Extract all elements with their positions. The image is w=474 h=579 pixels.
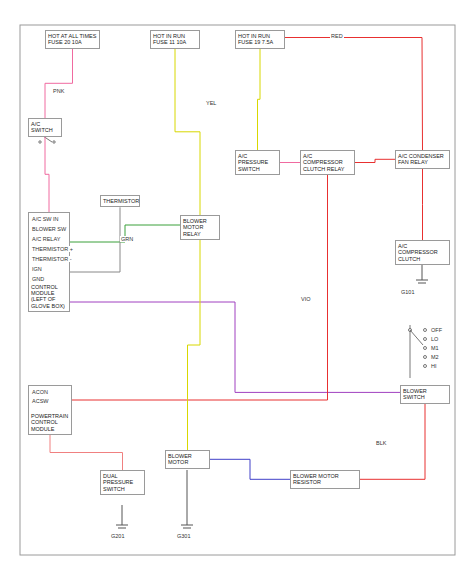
wire bbox=[360, 404, 425, 480]
clutch-box: A/C COMPRESSOR CLUTCH bbox=[395, 240, 450, 265]
component-name: A/C SWITCH bbox=[31, 121, 59, 134]
wire bbox=[258, 49, 261, 150]
fuse-box: HOT IN RUNFUSE 11 10A bbox=[150, 30, 200, 49]
component-name: HOT IN RUN bbox=[238, 33, 282, 39]
pin-name: A/C SW IN bbox=[31, 216, 60, 222]
ground-symbols bbox=[116, 265, 428, 528]
wire bbox=[50, 435, 123, 470]
wire-color: BLK bbox=[375, 440, 387, 446]
component-name: A/C CONDENSER FAN RELAY bbox=[398, 153, 447, 166]
switch-box: BLOWER SWITCH bbox=[400, 385, 450, 404]
relay-box: A/C CONDENSER FAN RELAY bbox=[395, 150, 450, 169]
wire bbox=[70, 207, 120, 272]
component-detail: FUSE 11 10A bbox=[153, 39, 197, 45]
component-name: A/C PRESSURE SWITCH bbox=[238, 153, 277, 172]
relay-box: A/C COMPRESSOR CLUTCH RELAY bbox=[300, 150, 355, 175]
wire-color: RED bbox=[330, 33, 344, 39]
wire bbox=[280, 162, 300, 163]
wire bbox=[45, 49, 73, 118]
pin-name: BLOWER SW bbox=[31, 226, 67, 232]
switch-position: M1 bbox=[430, 345, 440, 351]
ground-id: G301 bbox=[176, 533, 191, 539]
wire bbox=[210, 459, 290, 479]
wire-color: PNK bbox=[52, 88, 65, 94]
wire bbox=[175, 49, 200, 215]
ground-id: G101 bbox=[400, 289, 415, 295]
component-name: A/C COMPRESSOR CLUTCH bbox=[398, 243, 447, 262]
wire bbox=[422, 169, 423, 240]
pin-name: IGN bbox=[31, 266, 43, 272]
pin-name: THERMISTOR + bbox=[31, 246, 74, 252]
switch-position: LO bbox=[430, 336, 439, 342]
wire bbox=[285, 38, 423, 151]
component-name: BLOWER SWITCH bbox=[403, 388, 447, 401]
component-name: BLOWER MOTOR bbox=[168, 453, 207, 466]
pin-name: THERMISTOR - bbox=[31, 256, 73, 262]
fuse-box: HOT AT ALL TIMESFUSE 20 10A bbox=[45, 30, 100, 49]
ground-id: G201 bbox=[110, 533, 125, 539]
wire bbox=[70, 225, 180, 242]
sensor-box: THERMISTOR bbox=[100, 195, 140, 207]
wire-color: YEL bbox=[205, 100, 217, 106]
component-detail: FUSE 19 7.5A bbox=[238, 39, 282, 45]
switch-position: HI bbox=[430, 363, 438, 369]
fuse-box: HOT IN RUNFUSE 19 7.5A bbox=[235, 30, 285, 49]
component-name: BLOWER MOTOR RESISTOR bbox=[293, 473, 357, 486]
motor-box: BLOWER MOTOR bbox=[165, 450, 210, 469]
component-name: A/C COMPRESSOR CLUTCH RELAY bbox=[303, 153, 352, 172]
component-detail: FUSE 20 10A bbox=[48, 39, 97, 45]
switch-box: A/C PRESSURE SWITCH bbox=[235, 150, 280, 175]
component-name: HOT IN RUN bbox=[153, 33, 197, 39]
wire bbox=[188, 240, 201, 450]
switch-position: OFF bbox=[430, 327, 443, 333]
component-name: THERMISTOR bbox=[103, 198, 137, 204]
component-name: DUAL PRESSURE SWITCH bbox=[103, 473, 142, 492]
component-name: A/C CONTROL MODULE (LEFT OF GLOVE BOX) bbox=[31, 277, 67, 309]
relay-box: BLOWER MOTOR RELAY bbox=[180, 215, 220, 240]
pin-name: ACON bbox=[31, 389, 49, 395]
frame bbox=[20, 25, 455, 555]
resistor-box: BLOWER MOTOR RESISTOR bbox=[290, 470, 360, 489]
pin-name: A/C RELAY bbox=[31, 236, 61, 242]
wire-color: VIO bbox=[300, 296, 311, 302]
component-name: POWERTRAIN CONTROL MODULE bbox=[31, 413, 69, 432]
switch-position: M2 bbox=[430, 354, 440, 360]
component-name: BLOWER MOTOR RELAY bbox=[183, 218, 217, 237]
component-name: HOT AT ALL TIMES bbox=[48, 33, 97, 39]
wire bbox=[355, 159, 395, 162]
wire bbox=[70, 302, 400, 392]
pin-name: GND bbox=[31, 276, 45, 282]
switch-box: A/C SWITCH bbox=[28, 118, 62, 137]
wire-color: GRN bbox=[120, 236, 134, 242]
switch-contacts bbox=[39, 134, 427, 378]
wire bbox=[45, 137, 49, 212]
pin-name: ACSW bbox=[31, 398, 50, 404]
switch-box: DUAL PRESSURE SWITCH bbox=[100, 470, 145, 495]
